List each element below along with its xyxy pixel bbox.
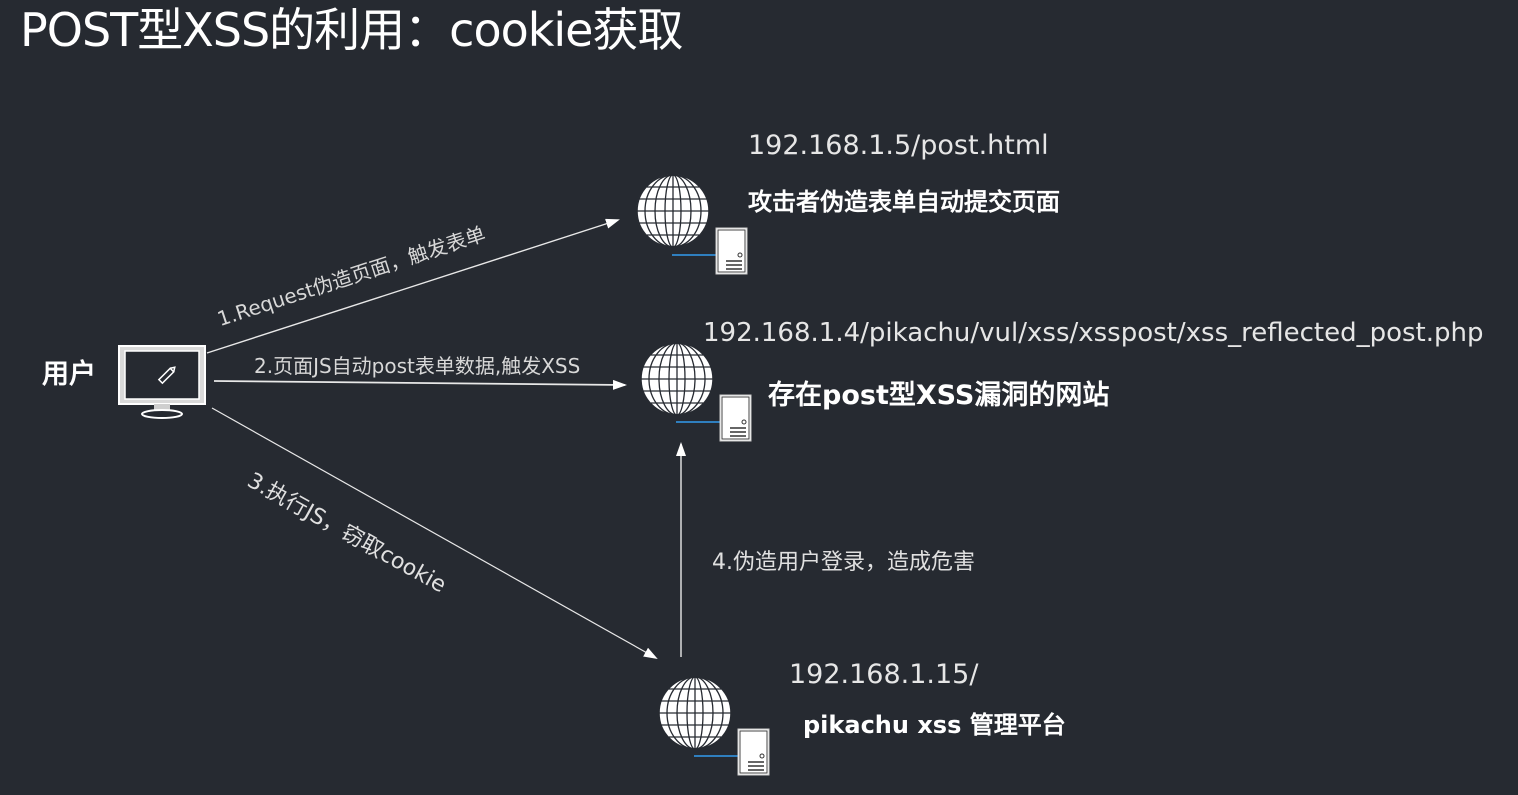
step-2-label: 2.页面JS自动post表单数据,触发XSS	[254, 354, 581, 378]
user-label: 用户	[42, 359, 96, 390]
arrow-step-2	[213, 379, 627, 390]
server-1-desc: 攻击者伪造表单自动提交页面	[748, 188, 1060, 216]
server-2-desc: 存在post型XSS漏洞的网站	[768, 380, 1110, 411]
arrow-step-1	[206, 218, 620, 354]
server-icon	[676, 393, 754, 443]
globe-icon	[638, 340, 716, 418]
monitor-icon	[117, 344, 207, 420]
server-3-desc: pikachu xss 管理平台	[803, 711, 1066, 739]
server-icon	[672, 226, 750, 276]
globe-icon	[634, 172, 712, 250]
globe-icon	[656, 674, 734, 752]
server-2-ip: 192.168.1.4/pikachu/vul/xss/xsspost/xss_…	[703, 318, 1484, 348]
page-title: POST型XSS的利用：cookie获取	[20, 3, 683, 57]
arrow-step-3	[211, 407, 658, 659]
step-4-label: 4.伪造用户登录，造成危害	[712, 550, 975, 575]
server-icon	[694, 727, 772, 777]
server-1-ip: 192.168.1.5/post.html	[748, 130, 1049, 161]
server-3-ip: 192.168.1.15/	[789, 659, 979, 690]
